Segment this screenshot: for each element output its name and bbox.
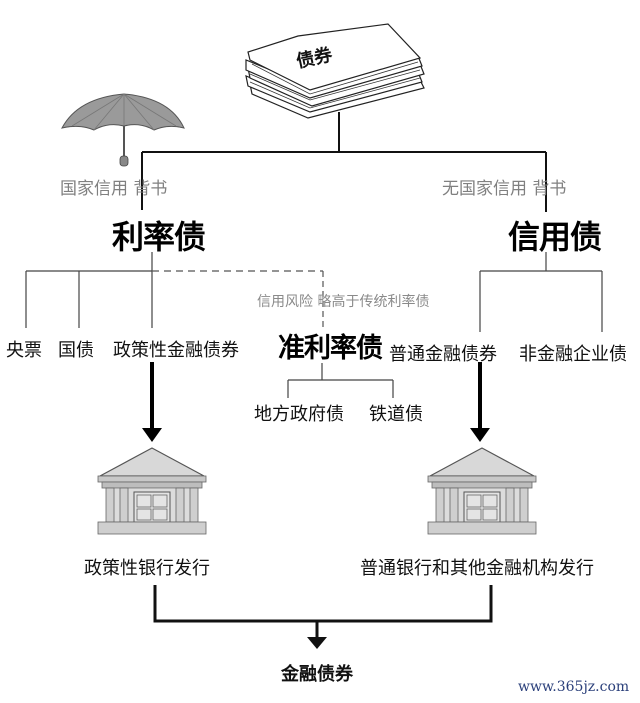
issuer-policy-bank: 政策性银行发行 [84, 558, 210, 579]
left-child-policy-bond: 政策性金融债券 [113, 340, 239, 361]
paper-stack-icon [245, 23, 425, 119]
right-branch-note: 无国家信用 背书 [442, 179, 567, 199]
bank-building-icon [97, 447, 207, 535]
arrow-left-head [142, 428, 162, 442]
quasi-branch-title: 准利率债 [278, 333, 383, 364]
bottom-bracket [153, 585, 493, 623]
right-branch-title: 信用债 [508, 218, 602, 256]
quasi-child-local-gov: 地方政府债 [254, 404, 344, 425]
right-child-nonfin: 非金融企业债 [519, 344, 627, 365]
result-label: 金融债券 [281, 664, 353, 685]
umbrella-icon [61, 93, 185, 167]
left-child-yangpiao: 央票 [6, 340, 42, 361]
bottom-arrow-head [307, 637, 327, 649]
quasi-child-railway: 铁道债 [369, 404, 423, 425]
quasi-branch-note: 信用风险 略高于传统利率债 [257, 294, 430, 310]
left-branch-note: 国家信用 背书 [60, 179, 168, 199]
issuer-ordinary-bank: 普通银行和其他金融机构发行 [360, 558, 594, 579]
right-child-ordinary-fin: 普通金融债券 [389, 344, 497, 365]
arrow-right-head [470, 428, 490, 442]
left-child-guozhai: 国债 [58, 340, 94, 361]
watermark: www.365jz.com [518, 679, 630, 695]
bank-building-icon [427, 447, 537, 535]
left-branch-title: 利率债 [112, 218, 206, 256]
